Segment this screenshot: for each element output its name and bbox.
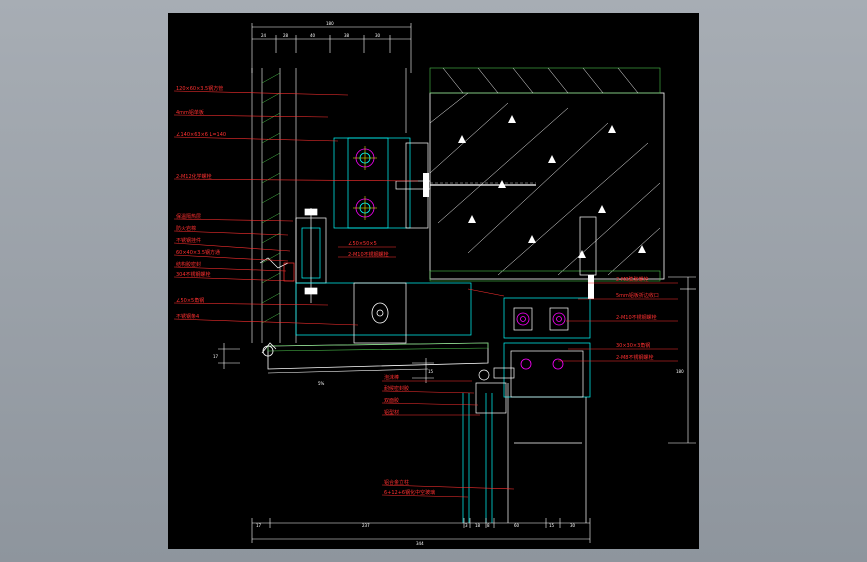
bottom-dim-7: 15 [549, 523, 555, 528]
aluminum-coping [261, 342, 489, 374]
bottom-dimension-chain [251, 518, 591, 543]
bottom-dim-6: 60 [514, 523, 520, 528]
label-right-ss-bolt: 2-M10不锈钢螺栓 [616, 314, 657, 321]
label-mid-angle: ∠50×50×5 [348, 241, 377, 247]
bottom-dim-total: 344 [416, 541, 424, 546]
left-dim-15: 15 [428, 369, 434, 374]
bottom-dim-4: 18 [475, 523, 481, 528]
glass-unit [462, 367, 515, 523]
label-ss-bolt: 304不锈钢螺栓 [176, 271, 211, 278]
label-aluminum-panel: 4mm铝单板 [176, 109, 204, 116]
bolt-holes-upper [353, 146, 377, 220]
label-weather-sealant: 耐候密封胶 [384, 385, 409, 392]
drawing-canvas[interactable]: 180 24 28 40 38 30 [168, 13, 699, 549]
chemical-anchor-bolt [395, 173, 536, 197]
top-dim-2: 28 [283, 33, 289, 38]
steel-tube-section [295, 282, 472, 344]
label-chemical-bolt: 2-M12化学螺栓 [176, 173, 212, 180]
left-wall-hatch [261, 72, 281, 324]
left-dim-17: 17 [213, 354, 219, 359]
label-fire-rock-wool: 防火岩棉 [176, 225, 196, 232]
top-dim-4: 38 [344, 33, 350, 38]
bottom-dim-5: 8 [487, 523, 490, 528]
top-dimension-chain [251, 23, 412, 73]
bottom-dim-1: 17 [256, 523, 262, 528]
bottom-dim-2: 237 [362, 523, 370, 528]
label-steel-channel: 60×40×3.5钢方通 [176, 249, 220, 256]
top-dim-5: 30 [375, 33, 381, 38]
left-stone-wall [251, 68, 407, 343]
label-double-tape: 双面胶 [384, 397, 399, 404]
right-dim-height: 180 [676, 369, 684, 374]
label-aluminum-fold: 5mm铝板折边收口 [616, 292, 659, 299]
leader-lines [173, 90, 678, 498]
label-steel-tube: 120×60×3.5钢方管 [176, 85, 223, 92]
label-angle-steel: ∠140×63×6 L=140 [176, 132, 226, 138]
label-foam-rod: 泡沫棒 [384, 374, 399, 381]
mullion-bolts [516, 216, 597, 370]
bottom-dim-8: 30 [570, 523, 576, 528]
label-insulation: 保温隔热层 [176, 213, 201, 220]
right-dimension [668, 276, 696, 444]
left-small-dimensions [218, 343, 434, 383]
steel-bracket-assembly [333, 137, 429, 229]
label-mid-bolts: 2-M10不锈钢螺栓 [348, 251, 389, 258]
label-expansion-bolt: 2-M8膨胀螺栓 [616, 276, 648, 283]
slope-label: 5% [318, 381, 325, 386]
label-ss-strip: 不锈钢条4 [176, 313, 199, 320]
label-aluminum-profile: 铝型材 [384, 409, 399, 416]
top-dim-1: 24 [261, 33, 267, 38]
label-angle-50: ∠50×5角钢 [176, 297, 204, 304]
label-structural-sealant: 结构胶密封 [176, 261, 201, 268]
cad-drawing: 180 24 28 40 38 30 [173, 21, 696, 546]
stone-hanger [259, 208, 327, 303]
label-mullion: 铝合金立柱 [384, 479, 409, 486]
label-ss-hanger: 不锈钢挂件 [176, 237, 201, 244]
label-right-angle: 30×30×3角钢 [616, 342, 650, 349]
bottom-dim-3: 3 [465, 523, 468, 528]
mullion-transom [503, 297, 591, 523]
concrete-beam [429, 67, 665, 282]
label-right-m8-bolt: 2-M8不锈钢螺栓 [616, 354, 653, 361]
label-insulated-glass: 6+12+6钢化中空玻璃 [384, 489, 435, 496]
top-dim-3: 40 [310, 33, 316, 38]
top-dim-total: 180 [326, 21, 334, 26]
